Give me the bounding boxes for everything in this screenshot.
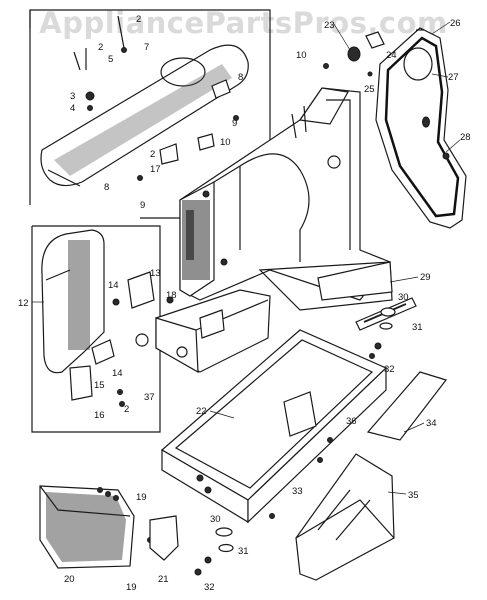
- body-details: [186, 105, 307, 266]
- callout-14: 14: [108, 280, 119, 291]
- callout-30: 30: [210, 514, 221, 525]
- callout-8: 8: [104, 182, 109, 193]
- callout-4: 4: [70, 103, 75, 114]
- callout-labels: 2 2 7 5 3 4 8 9 10 2 17 8 9 23 26 10 24 …: [18, 14, 471, 593]
- callout-9: 9: [140, 200, 145, 211]
- bottom-plate: [366, 371, 448, 441]
- motor-bracket-block: [155, 289, 271, 374]
- callout-12: 12: [18, 298, 29, 309]
- callout-10: 10: [296, 50, 307, 61]
- callout-5: 5: [108, 54, 113, 65]
- pedal-bracket: [149, 515, 179, 561]
- inset-frame-left: [31, 225, 161, 433]
- callout-8: 8: [238, 72, 243, 83]
- callout-19: 19: [126, 582, 137, 593]
- callout-9: 9: [232, 118, 237, 129]
- foot-controller: [39, 485, 135, 569]
- callout-20: 20: [64, 574, 75, 585]
- accessory-box: [295, 453, 395, 581]
- top-cover-plate: [40, 44, 249, 187]
- hinge-bracket: [112, 271, 174, 347]
- hinge-brackets-top: [137, 79, 239, 181]
- callout-34: 34: [426, 418, 437, 429]
- callout-32: 32: [384, 364, 395, 375]
- callout-14: 14: [112, 368, 123, 379]
- spool-pin: [73, 15, 127, 111]
- callout-29: 29: [420, 272, 431, 283]
- machine-body: [179, 87, 393, 311]
- callout-16: 16: [94, 410, 105, 421]
- callout-24: 24: [386, 50, 397, 61]
- callout-31: 31: [238, 546, 249, 557]
- handwheel-parts: [323, 29, 450, 160]
- callout-18: 18: [166, 290, 177, 301]
- leader-lines: [32, 21, 461, 495]
- latch-parts: [69, 339, 125, 407]
- washers-bottom: [194, 527, 234, 576]
- callout-31: 31: [412, 322, 423, 333]
- callout-28: 28: [460, 132, 471, 143]
- base-pan: [160, 329, 388, 524]
- callout-36: 36: [346, 416, 357, 427]
- callout-35: 35: [408, 490, 419, 501]
- callout-22: 22: [196, 406, 207, 417]
- callout-17: 17: [150, 164, 161, 175]
- callout-10: 10: [220, 137, 231, 148]
- callout-15: 15: [94, 380, 105, 391]
- callout-21: 21: [158, 574, 169, 585]
- callout-2: 2: [98, 42, 103, 53]
- callout-32: 32: [204, 582, 215, 593]
- callout-19: 19: [136, 492, 147, 503]
- callout-26: 26: [450, 18, 461, 29]
- callout-27: 27: [448, 72, 459, 83]
- callout-25: 25: [364, 84, 375, 95]
- callout-7: 7: [144, 42, 149, 53]
- face-plate: [41, 229, 105, 374]
- callout-2: 2: [136, 14, 141, 25]
- callout-3: 3: [70, 91, 75, 102]
- belt-cover: [375, 27, 467, 229]
- callout-33: 33: [292, 486, 303, 497]
- callout-30: 30: [398, 292, 409, 303]
- callout-13: 13: [150, 268, 161, 279]
- callout-23: 23: [324, 20, 335, 31]
- screws-right: [369, 307, 396, 359]
- callout-2: 2: [124, 404, 129, 415]
- callout-37: 37: [144, 392, 155, 403]
- callout-2: 2: [150, 149, 155, 160]
- screws-box: [269, 457, 323, 519]
